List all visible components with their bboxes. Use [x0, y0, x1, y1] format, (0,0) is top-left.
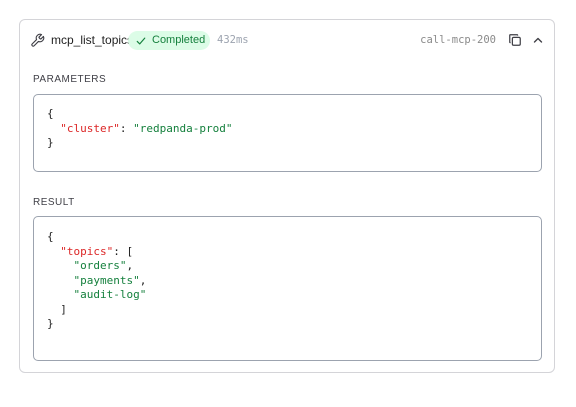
result-json: { "topics": [ "orders", "payments", "aud… — [47, 230, 146, 332]
json-close-brace: } — [47, 317, 54, 330]
json-key: "topics" — [60, 244, 114, 258]
call-id-label: call-mcp-200 — [420, 34, 496, 46]
parameters-json: { "cluster": "redpanda-prod" } — [47, 107, 232, 151]
json-colon-bracket: : [ — [113, 244, 134, 258]
tool-call-card: mcp_list_topics Completed 432ms call-mcp… — [19, 19, 555, 373]
duration-label: 432ms — [217, 34, 249, 46]
chevron-up-icon[interactable] — [532, 34, 544, 46]
status-label: Completed — [152, 34, 206, 46]
wrench-icon — [31, 33, 45, 47]
tool-call-header[interactable]: mcp_list_topics Completed 432ms call-mcp… — [20, 20, 554, 62]
check-icon — [136, 37, 146, 44]
json-array-item: "audit-log" — [73, 288, 147, 301]
parameters-code-block: { "cluster": "redpanda-prod" } — [33, 94, 542, 172]
json-open-brace: { — [47, 107, 54, 120]
json-close-brace: } — [47, 136, 54, 149]
json-open-brace: { — [47, 230, 54, 243]
json-key: "cluster" — [60, 121, 120, 135]
parameters-title: PARAMETERS — [33, 74, 107, 85]
json-string-value: "redpanda-prod" — [133, 121, 233, 135]
json-colon: : — [119, 121, 134, 135]
json-comma: , — [139, 273, 147, 287]
json-comma: , — [126, 259, 134, 272]
result-title: RESULT — [33, 197, 75, 208]
tool-name: mcp_list_topics — [51, 33, 134, 47]
json-close-bracket: ] — [60, 302, 67, 316]
result-code-block: { "topics": [ "orders", "payments", "aud… — [33, 216, 542, 361]
json-array-item: "orders" — [73, 259, 127, 272]
status-badge: Completed — [128, 31, 210, 50]
json-array-item: "payments" — [73, 273, 140, 287]
copy-icon[interactable] — [508, 33, 522, 47]
